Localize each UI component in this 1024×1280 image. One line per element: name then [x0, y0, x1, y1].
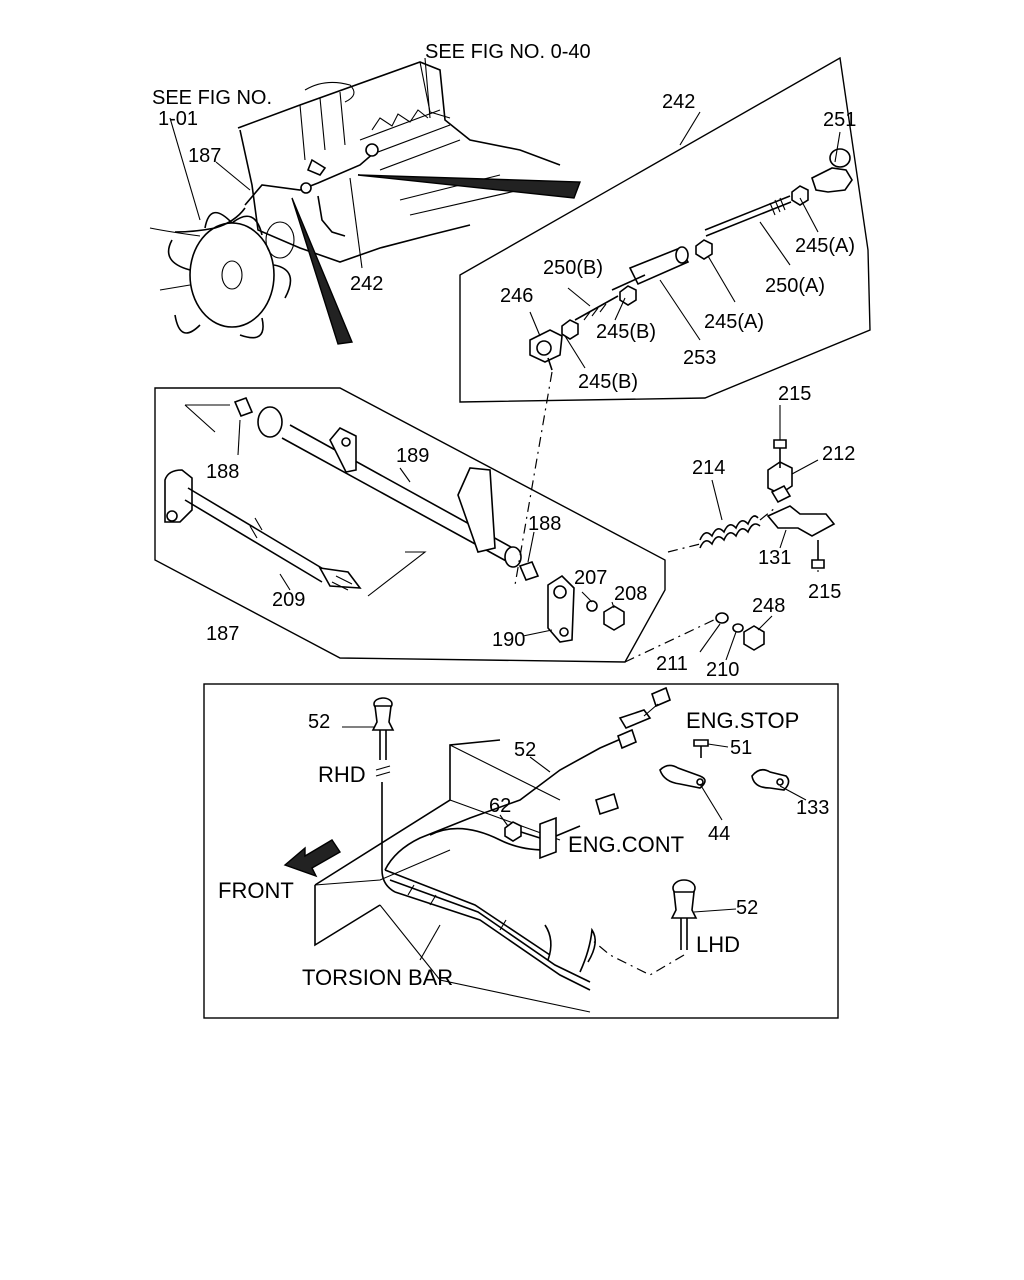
- part-52-mid-label: 52: [514, 739, 536, 761]
- spring-bracket-group: [624, 405, 836, 663]
- part-212-label: 212: [822, 443, 855, 465]
- part-187-top-label: 187: [188, 145, 221, 167]
- part-245b-lower-label: 245(B): [578, 371, 638, 393]
- caption-eng-stop: ENG.STOP: [686, 708, 799, 733]
- part-246-label: 246: [500, 285, 533, 307]
- part-133-label: 133: [796, 797, 829, 819]
- part-189-label: 189: [396, 445, 429, 467]
- shaft-assembly-box: [154, 387, 666, 663]
- part-250b-label: 250(B): [543, 257, 603, 279]
- part-62-label: 62: [489, 795, 511, 817]
- part-188-right-label: 188: [528, 513, 561, 535]
- part-242-engine-label: 242: [350, 273, 383, 295]
- part-210-label: 210: [706, 659, 739, 681]
- part-250a-label: 250(A): [765, 275, 825, 297]
- part-207-label: 207: [574, 567, 607, 589]
- part-188-left-label: 188: [206, 461, 239, 483]
- part-245a-mid-label: 245(A): [704, 311, 764, 333]
- part-208-label: 208: [614, 583, 647, 605]
- ref-fig-1-01-line1: SEE FIG NO.: [152, 87, 272, 109]
- part-131-label: 131: [758, 547, 791, 569]
- part-242-top-label: 242: [662, 91, 695, 113]
- caption-rhd: RHD: [318, 762, 366, 787]
- cable-assembly-box: [459, 56, 871, 403]
- part-245a-right-label: 245(A): [795, 235, 855, 257]
- part-209-label: 209: [272, 589, 305, 611]
- engine-illustration: [149, 57, 581, 345]
- part-215-top-label: 215: [778, 383, 811, 405]
- part-190-label: 190: [492, 629, 525, 651]
- part-215-bottom-label: 215: [808, 581, 841, 603]
- part-44-label: 44: [708, 823, 730, 845]
- part-214-label: 214: [692, 457, 725, 479]
- caption-lhd: LHD: [696, 932, 740, 957]
- control-cable-box: [203, 683, 839, 1019]
- part-52-rhd-label: 52: [308, 711, 330, 733]
- part-187-bottom-label: 187: [206, 623, 239, 645]
- part-245b-upper-label: 245(B): [596, 321, 656, 343]
- caption-front: FRONT: [218, 878, 294, 903]
- part-253-label: 253: [683, 347, 716, 369]
- part-248-label: 248: [752, 595, 785, 617]
- caption-eng-cont: ENG.CONT: [568, 832, 684, 857]
- part-251-label: 251: [823, 109, 856, 131]
- part-52-lhd-label: 52: [736, 897, 758, 919]
- ref-fig-0-40: SEE FIG NO. 0-40: [425, 41, 591, 63]
- part-211-label: 211: [656, 653, 688, 675]
- connection-line-246-190: [514, 371, 553, 586]
- caption-torsion-bar: TORSION BAR: [302, 965, 453, 990]
- part-51-label: 51: [730, 737, 752, 759]
- ref-fig-1-01-line2: 1-01: [158, 108, 198, 130]
